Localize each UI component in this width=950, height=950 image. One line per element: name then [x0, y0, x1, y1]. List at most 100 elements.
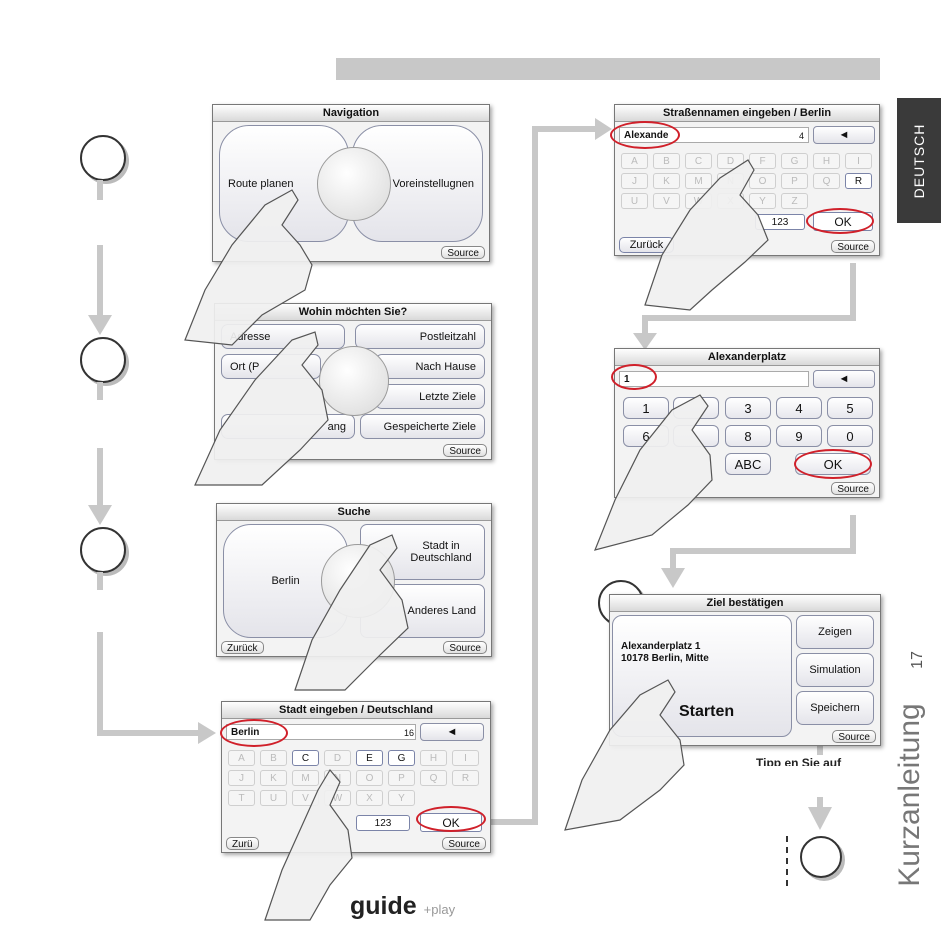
number-key[interactable]	[673, 397, 719, 419]
key-g[interactable]: G	[781, 153, 808, 169]
umgebung-button[interactable]: ang	[221, 414, 355, 439]
screen-title: Alexanderplatz	[615, 349, 879, 366]
key-n[interactable]: N	[717, 173, 744, 189]
numeric-key[interactable]: 123	[356, 815, 410, 831]
key-z[interactable]: Z	[781, 193, 808, 209]
key-j[interactable]: J	[621, 173, 648, 189]
key-x[interactable]: X	[717, 193, 744, 209]
logo-suffix: +play	[423, 902, 456, 917]
key-p[interactable]: P	[388, 770, 415, 786]
source-button[interactable]: Source	[441, 246, 485, 259]
key-r[interactable]: R	[845, 173, 872, 189]
key-v[interactable]: V	[653, 193, 680, 209]
key-m[interactable]: M	[292, 770, 319, 786]
key-r[interactable]: R	[452, 770, 479, 786]
screen-title: Suche	[217, 504, 491, 521]
adresse-button[interactable]: Adresse	[221, 324, 345, 349]
source-button[interactable]: Source	[443, 641, 487, 654]
key-i[interactable]: I	[452, 750, 479, 766]
key-x[interactable]: X	[356, 790, 383, 806]
key-d[interactable]: D	[717, 153, 744, 169]
brand-logo: guide +play	[350, 892, 455, 921]
highlight-oval	[610, 121, 680, 149]
back-button[interactable]: Zurü	[226, 837, 259, 850]
letzte-ziele-button[interactable]: Letzte Ziele	[375, 384, 485, 409]
screen-title: Ziel bestätigen	[610, 595, 880, 612]
backspace-icon: ◄	[446, 726, 458, 738]
backspace-button[interactable]: ◄	[813, 370, 875, 388]
backspace-button[interactable]: ◄	[420, 723, 484, 741]
key-p[interactable]: P	[781, 173, 808, 189]
nach-hause-button[interactable]: Nach Hause	[375, 354, 485, 379]
key-e[interactable]: E	[356, 750, 383, 766]
key-o[interactable]: O	[749, 173, 776, 189]
key-i[interactable]: I	[845, 153, 872, 169]
key-k[interactable]: K	[653, 173, 680, 189]
number-key[interactable]: 0	[827, 425, 873, 447]
source-button[interactable]: Source	[831, 482, 875, 495]
key-c[interactable]: C	[685, 153, 712, 169]
button-label: Route planen	[228, 177, 294, 190]
key-b[interactable]: B	[260, 750, 287, 766]
gespeicherte-ziele-button[interactable]: Gespeicherte Ziele	[360, 414, 485, 439]
source-button[interactable]: Source	[443, 444, 487, 457]
back-button[interactable]: Zurück	[619, 237, 674, 253]
key-a[interactable]: A	[228, 750, 255, 766]
key-a[interactable]: A	[621, 153, 648, 169]
number-key[interactable]	[673, 425, 719, 447]
key-k[interactable]: K	[260, 770, 287, 786]
number-key[interactable]: 5	[827, 397, 873, 419]
key-h[interactable]: H	[420, 750, 447, 766]
result-count: 4	[799, 131, 805, 141]
speichern-button[interactable]: Speichern	[796, 691, 874, 725]
backspace-icon: ◄	[838, 373, 850, 385]
source-button[interactable]: Source	[831, 240, 875, 253]
number-key[interactable]: 6	[623, 425, 669, 447]
key-f[interactable]: F	[749, 153, 776, 169]
number-key[interactable]: 9	[776, 425, 822, 447]
key-q[interactable]: Q	[813, 173, 840, 189]
key-h[interactable]: H	[813, 153, 840, 169]
key-d[interactable]: D	[324, 750, 351, 766]
key-w[interactable]: W	[685, 193, 712, 209]
ort-button[interactable]: Ort (P	[221, 354, 321, 379]
key-m[interactable]: M	[685, 173, 712, 189]
button-label: Simulation	[809, 664, 861, 676]
source-button[interactable]: Source	[832, 730, 876, 743]
number-key[interactable]: 1	[623, 397, 669, 419]
key-t[interactable]: T	[228, 790, 255, 806]
number-key[interactable]: 4	[776, 397, 822, 419]
source-button[interactable]: Source	[442, 837, 486, 850]
key-u[interactable]: U	[621, 193, 648, 209]
key-q[interactable]: Q	[420, 770, 447, 786]
key-y[interactable]: Y	[388, 790, 415, 806]
center-disc	[319, 346, 389, 416]
key-n[interactable]: N	[324, 770, 351, 786]
key-y[interactable]: Y	[749, 193, 776, 209]
simulation-button[interactable]: Simulation	[796, 653, 874, 687]
number-key[interactable]: 3	[725, 397, 771, 419]
key-u[interactable]: U	[260, 790, 287, 806]
zeigen-button[interactable]: Zeigen	[796, 615, 874, 649]
key-w[interactable]: W	[324, 790, 351, 806]
highlight-oval	[611, 364, 657, 390]
screen-navigation: Navigation Route planen Voreinstellugnen…	[212, 104, 490, 262]
postleitzahl-button[interactable]: Postleitzahl	[355, 324, 485, 349]
backspace-button[interactable]: ◄	[813, 126, 875, 144]
key-b[interactable]: B	[653, 153, 680, 169]
button-label: Anderes Land	[407, 605, 477, 617]
numeric-key[interactable]: 123	[755, 214, 805, 230]
number-key[interactable]: 8	[725, 425, 771, 447]
language-tab: DEUTSCH	[897, 98, 941, 223]
screen-search: Suche Berlin Stadt in Deutschland Andere…	[216, 503, 492, 657]
back-button[interactable]: Zurück	[221, 641, 264, 654]
key-g[interactable]: G	[388, 750, 415, 766]
abc-key[interactable]: ABC	[725, 453, 771, 475]
key-v[interactable]: V	[292, 790, 319, 806]
key-j[interactable]: J	[228, 770, 255, 786]
key-o[interactable]: O	[356, 770, 383, 786]
center-disc	[317, 147, 391, 221]
starten-button[interactable]: Alexanderplatz 1 10178 Berlin, Mitte Sta…	[612, 615, 792, 737]
key-c[interactable]: C	[292, 750, 319, 766]
